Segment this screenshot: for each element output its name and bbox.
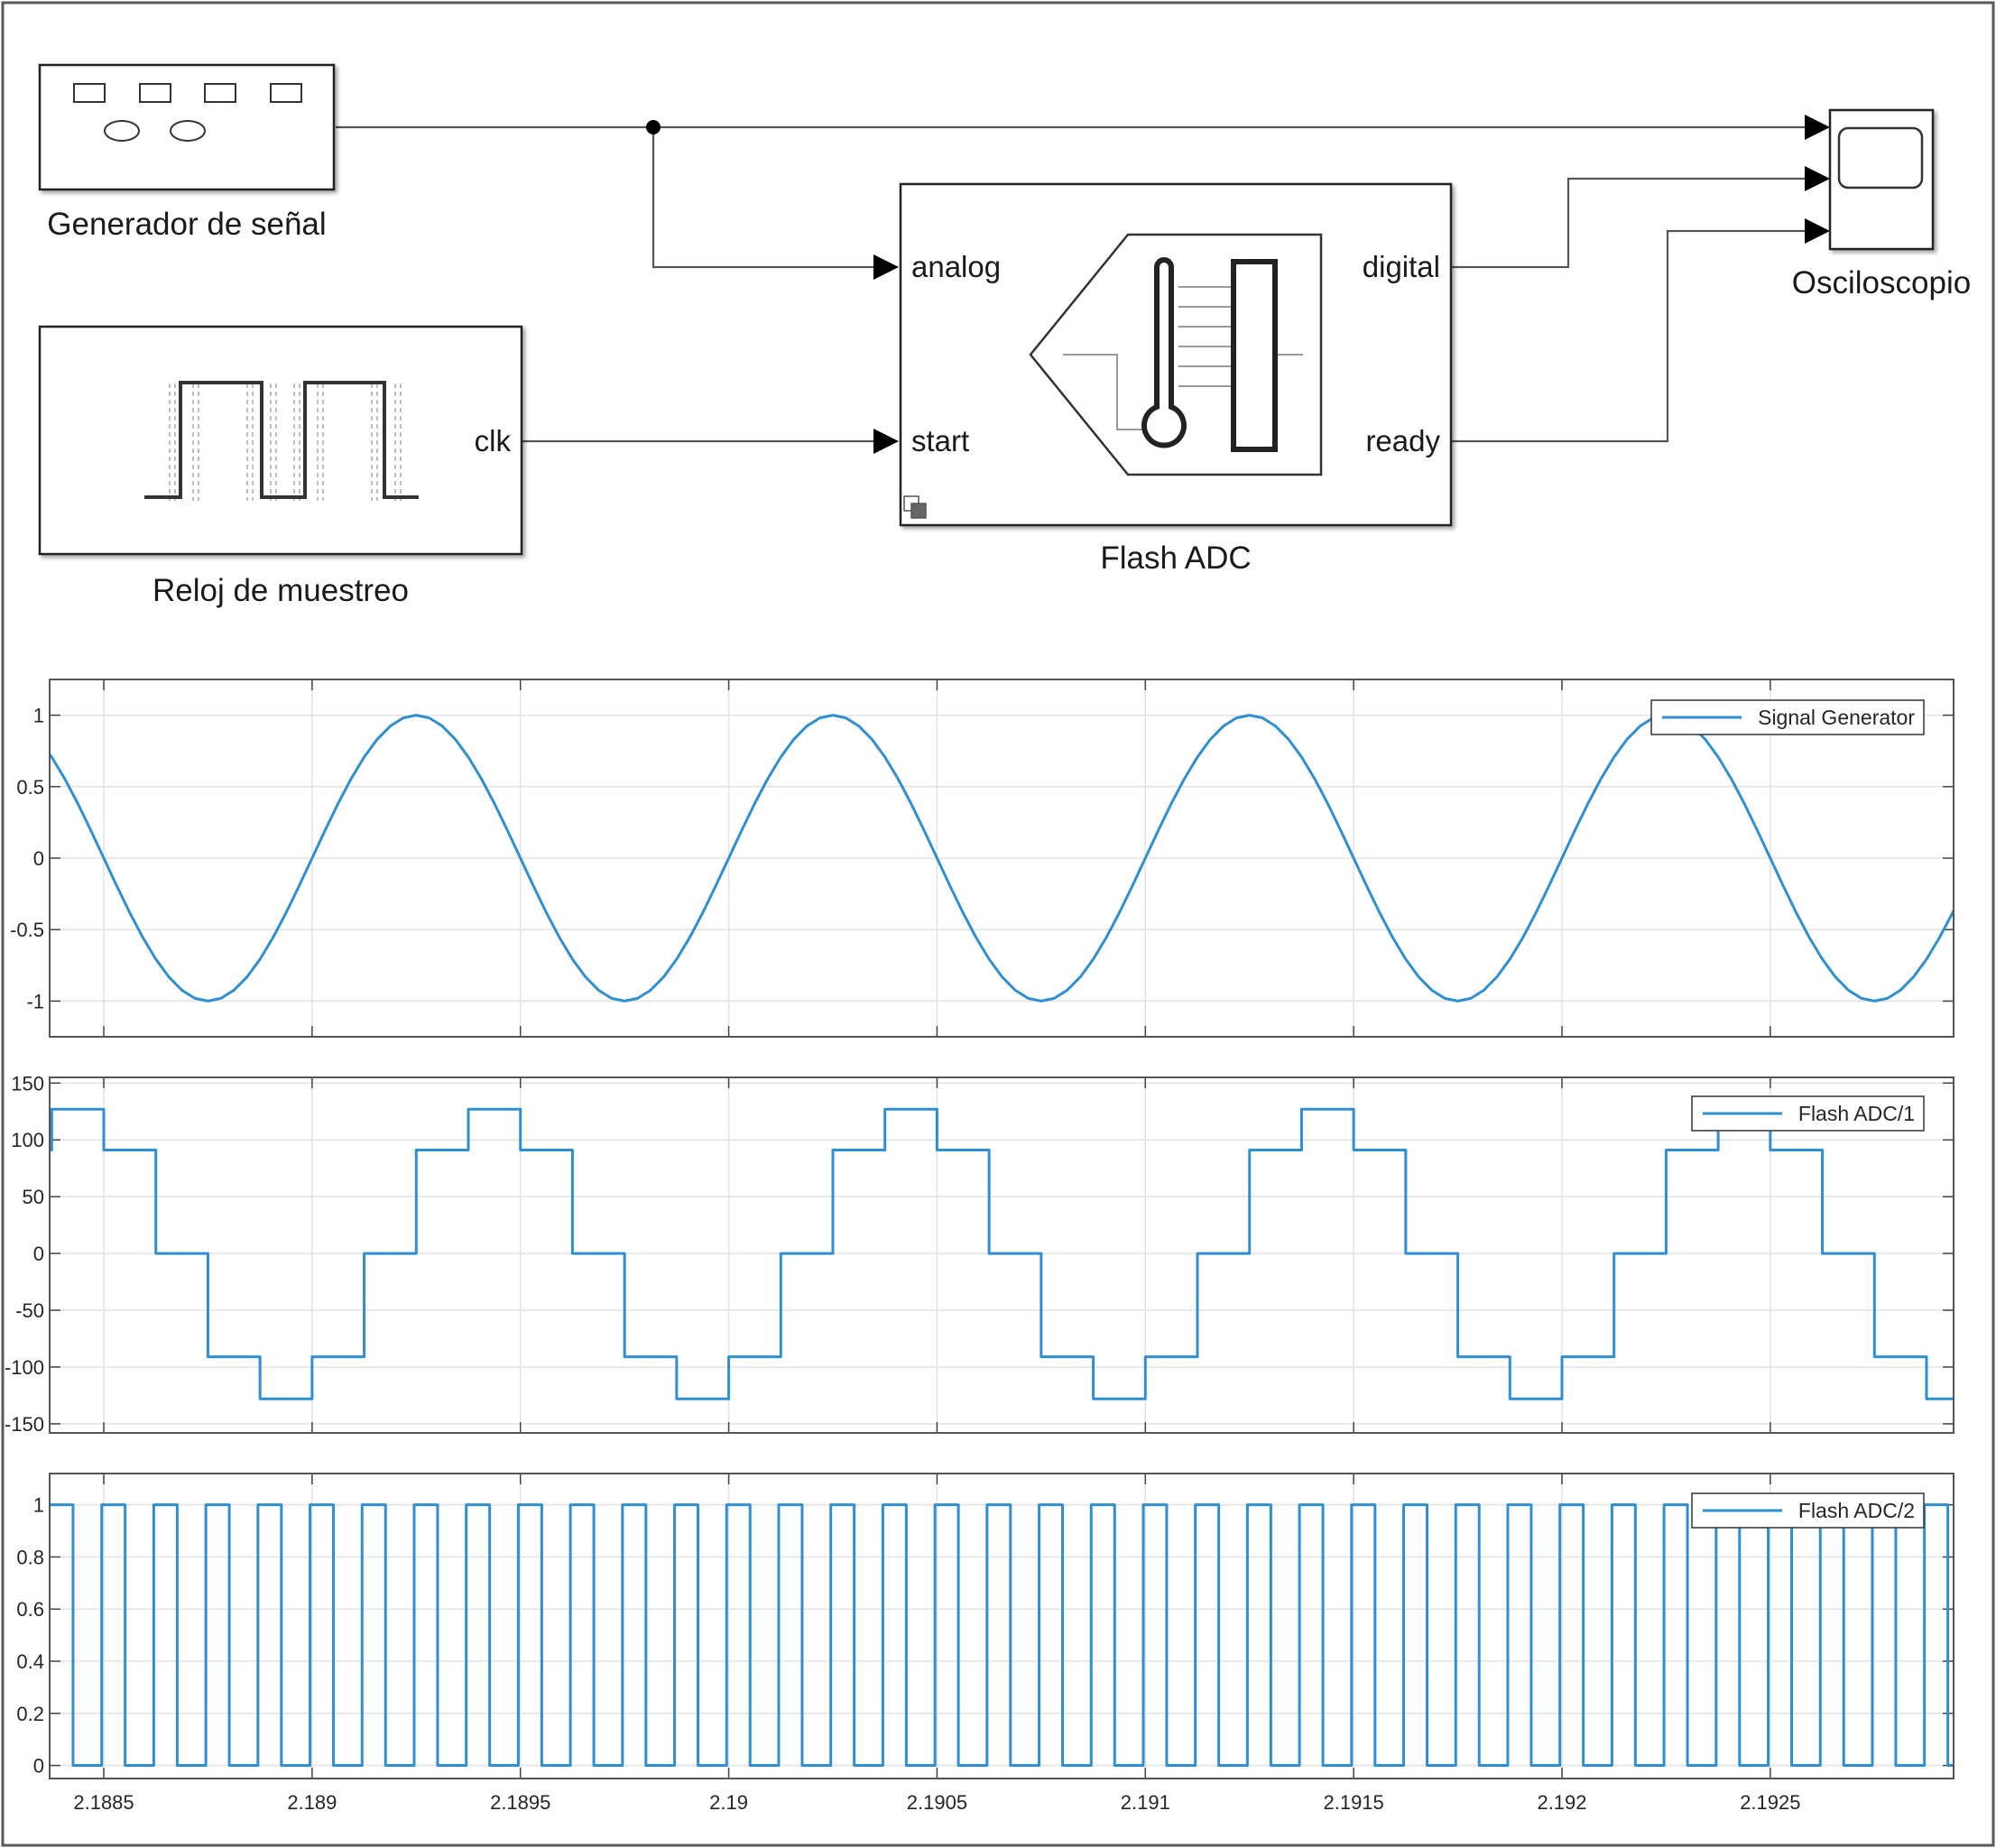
legend: Flash ADC/1 [1691, 1095, 1925, 1132]
x-tick-label: 2.1885 [73, 1791, 134, 1814]
y-tick-label: 0.6 [16, 1598, 44, 1621]
x-tick-label: 2.1915 [1323, 1791, 1383, 1814]
line-digital-to-scope [1452, 177, 1807, 269]
signal-generator-icon [73, 83, 302, 142]
oscilloscope-label: Osciloscopio [1792, 265, 1971, 300]
flash-adc-block[interactable]: analog start digital ready [899, 182, 1453, 527]
oscilloscope-screen-icon [1837, 126, 1924, 189]
thermometer-icon [1141, 257, 1187, 448]
legend: Flash ADC/2 [1691, 1492, 1925, 1529]
y-tick-label: 100 [11, 1129, 44, 1151]
legend-label: Signal Generator [1758, 706, 1915, 729]
signal-generator-block[interactable] [38, 63, 336, 191]
sample-clock-label: Reloj de muestreo [152, 573, 409, 608]
y-tick-label: 0 [33, 1755, 44, 1778]
y-tick-label: 0 [33, 1243, 44, 1265]
legend-label: Flash ADC/2 [1798, 1499, 1915, 1522]
signal-generator-label: Generador de señal [47, 207, 326, 242]
flash-adc-label: Flash ADC [1100, 541, 1251, 576]
y-tick-label: 0.2 [16, 1703, 44, 1725]
legend: Signal Generator [1650, 699, 1925, 735]
legend-label: Flash ADC/1 [1798, 1102, 1915, 1125]
plot-frame [49, 679, 1954, 1038]
y-tick-label: -50 [15, 1299, 44, 1322]
y-tick-label: 0.4 [16, 1650, 44, 1673]
x-tick-label: 2.191 [1121, 1791, 1170, 1814]
arrow-scope-in2 [1805, 166, 1830, 191]
subsystem-icon [903, 495, 927, 519]
plot-flash-adc-2: 0 0.2 0.4 0.6 0.8 1 2.1885 2.189 2.1895 2.19 2.190… [16, 1473, 1954, 1814]
x-tick-label: 2.1925 [1740, 1791, 1800, 1814]
branch-point [646, 120, 661, 134]
oscilloscope-block[interactable] [1828, 108, 1935, 251]
plot-area [50, 1077, 1954, 1433]
line-ready-to-scope [1452, 229, 1807, 443]
series-line [50, 1107, 1954, 1400]
y-tick-label: 50 [23, 1186, 44, 1208]
y-tick-label: 1 [33, 705, 44, 727]
digital-port-label: digital [1363, 250, 1440, 283]
x-tick-label: 2.192 [1537, 1791, 1586, 1814]
x-tick-label: 2.1905 [907, 1791, 967, 1814]
y-tick-label: -0.5 [10, 919, 44, 941]
flash-adc-icon [903, 233, 1323, 519]
block-diagram: Generador de señal clk Reloj de muestreo [38, 63, 1971, 608]
ready-port-label: ready [1365, 424, 1440, 457]
plot-area [50, 1474, 1954, 1779]
clock-pulse-icon [144, 381, 419, 501]
series-line [50, 1503, 1954, 1768]
signal-lines [336, 125, 1807, 443]
analog-port-label: analog [911, 250, 1001, 283]
line-branch-to-analog [651, 127, 875, 269]
plot-signal-generator: -1 -0.5 0 0.5 1 Signal Generator [10, 679, 1954, 1038]
arrow-start [873, 429, 899, 454]
x-tick-label: 2.19 [709, 1791, 748, 1814]
y-tick-label: 0.8 [16, 1546, 44, 1568]
start-port-label: start [911, 424, 969, 457]
clk-port-label: clk [475, 424, 512, 457]
y-tick-label: -1 [26, 990, 44, 1012]
arrow-scope-in3 [1805, 218, 1830, 244]
arrowheads [873, 115, 1830, 454]
y-tick-label: 0 [33, 847, 44, 870]
x-tick-label: 2.1895 [490, 1791, 550, 1814]
arrow-analog [873, 254, 899, 280]
sample-clock-block[interactable]: clk [38, 325, 523, 556]
y-tick-label: -150 [5, 1413, 44, 1436]
plot-frame [49, 1473, 1954, 1779]
plot-frame [49, 1076, 1954, 1434]
series-line [50, 714, 1954, 1003]
arrow-scope-in1 [1805, 115, 1830, 140]
y-tick-label: 0.5 [16, 776, 44, 799]
y-tick-label: 150 [11, 1072, 44, 1095]
x-tick-label: 2.189 [287, 1791, 337, 1814]
y-tick-label: -100 [5, 1356, 44, 1379]
y-tick-label: 1 [33, 1494, 44, 1517]
